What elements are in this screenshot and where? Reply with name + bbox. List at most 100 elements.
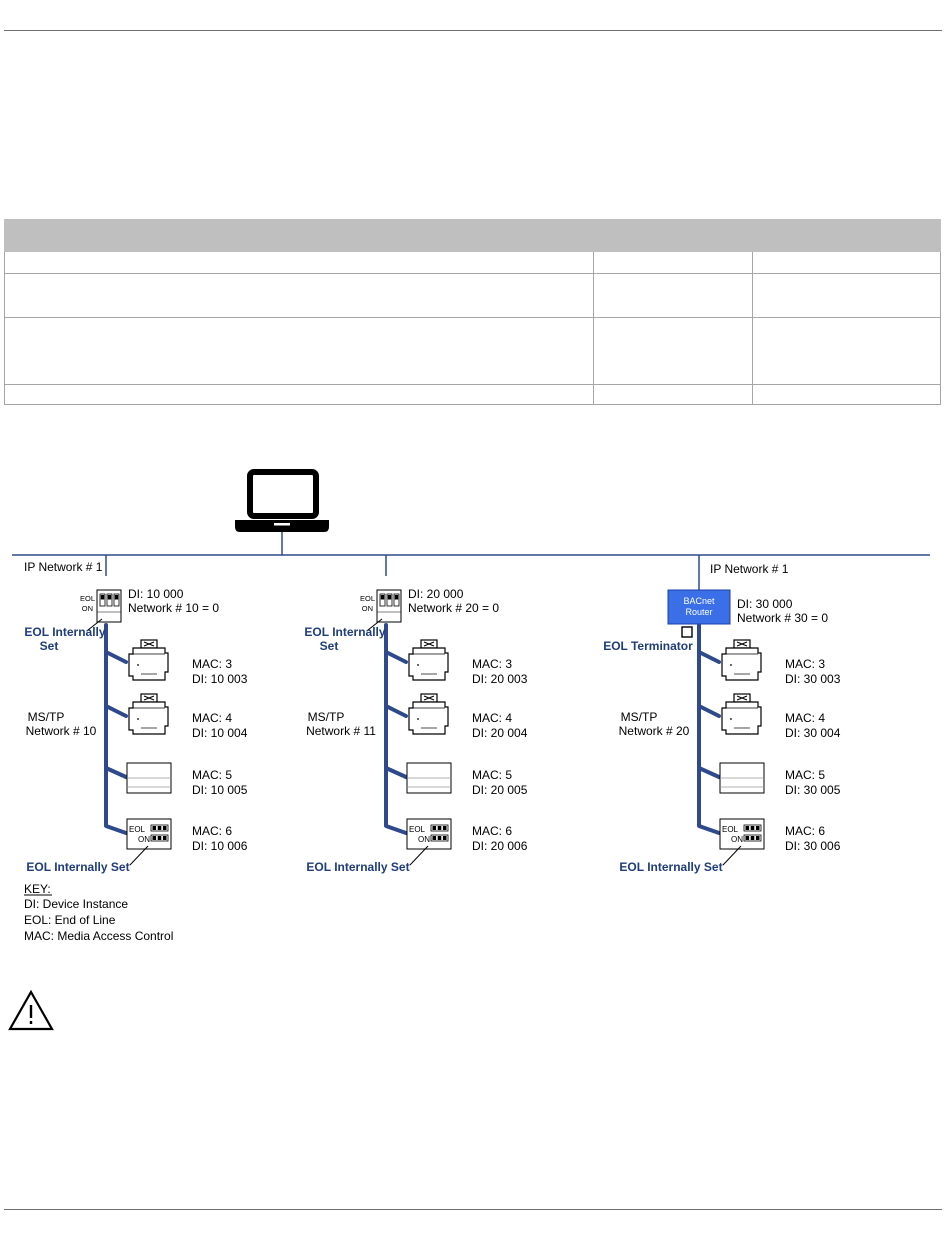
mstp-network-label: Network # 20 (619, 724, 690, 738)
laptop-base (235, 520, 329, 532)
key-item: MAC: Media Access Control (24, 929, 173, 943)
table-header-cell (4, 219, 594, 252)
eol-switch-knob (750, 826, 755, 830)
eol-switch-label: EOL (409, 825, 426, 834)
mstp-network-label: MS/TP (28, 710, 65, 724)
controller-device-icon (721, 639, 762, 681)
spec-table (4, 219, 941, 405)
device-mac-address: MAC: 5 (472, 768, 512, 782)
eol-switch-knob (162, 826, 167, 830)
on-switch-label: ON (82, 604, 93, 613)
ip-network-label: IP Network # 1 (24, 560, 103, 574)
device-mac-address: MAC: 6 (472, 824, 512, 838)
eol-device-body (406, 818, 452, 850)
header-rule (4, 30, 942, 31)
dip-switch (113, 593, 120, 607)
sensor-device-icon (719, 762, 765, 794)
root-network-number: Network # 20 = 0 (408, 601, 499, 615)
controller-device-icon (408, 639, 449, 681)
eol-switch-knob (162, 836, 167, 840)
device-connector-mark (423, 641, 435, 647)
eol-annotation: Set (40, 639, 59, 653)
eol-switch-knob (152, 836, 157, 840)
root-device-instance: DI: 20 000 (408, 587, 464, 601)
table-cell (4, 251, 594, 274)
sensor-device-icon (126, 762, 172, 794)
device-instance: DI: 10 005 (192, 783, 248, 797)
eol-annotation: EOL Terminator (603, 639, 693, 653)
eol-switch-knob (442, 826, 447, 830)
dip-switch (386, 593, 393, 607)
root-device-instance: DI: 10 000 (128, 587, 184, 601)
device-mac-address: MAC: 3 (785, 657, 825, 671)
device-dot (417, 718, 419, 720)
eol-switch-label: EOL (80, 594, 95, 603)
eol-switch-label: EOL (129, 825, 146, 834)
device-instance: DI: 20 006 (472, 839, 528, 853)
device-connector-mark (736, 695, 748, 701)
device-mac-address: MAC: 6 (785, 824, 825, 838)
table-row (4, 251, 941, 274)
device-body (721, 701, 762, 735)
laptop-notch (274, 523, 290, 526)
router-module-icon (376, 589, 402, 623)
dip-switch (393, 593, 400, 607)
device-instance: DI: 30 004 (785, 726, 841, 740)
device-instance: DI: 20 004 (472, 726, 528, 740)
table-row (4, 384, 941, 405)
eol-switch-knob (745, 826, 750, 830)
eol-switch-knob (157, 836, 162, 840)
table-row (4, 273, 941, 318)
sensor-device-icon (406, 762, 452, 794)
eol-annotation: EOL Internally Set (619, 860, 722, 874)
device-body (408, 647, 449, 681)
on-switch-label: ON (362, 604, 373, 613)
eol-switch-knob (750, 836, 755, 840)
eol-device-body (719, 818, 765, 850)
eol-annotation: EOL Internally Set (306, 860, 409, 874)
device-mac-address: MAC: 4 (785, 711, 825, 725)
device-instance: DI: 20 005 (472, 783, 528, 797)
eol-switch-knob (157, 826, 162, 830)
eol-terminator-icon (681, 626, 693, 638)
ip-network-label: IP Network # 1 (710, 562, 789, 576)
device-instance: DI: 10 006 (192, 839, 248, 853)
mstp-trunk-line (697, 623, 721, 835)
dip-switch-knob (387, 595, 392, 600)
device-mac-address: MAC: 3 (192, 657, 232, 671)
on-switch-label: ON (731, 835, 743, 844)
device-instance: DI: 10 003 (192, 672, 248, 686)
device-dot (137, 718, 139, 720)
device-connector-mark (423, 695, 435, 701)
laptop-icon (235, 469, 329, 532)
device-body (128, 647, 169, 681)
device-connector-mark (736, 641, 748, 647)
mstp-network-label: Network # 11 (306, 724, 376, 738)
device-mac-address: MAC: 4 (192, 711, 232, 725)
device-body (721, 647, 762, 681)
controller-device-icon (721, 693, 762, 735)
eol-switch-label: EOL (722, 825, 739, 834)
device-connector-mark (143, 695, 155, 701)
mstp-trunk-line (104, 623, 128, 835)
router-label: BACnet (683, 596, 715, 606)
device-dot (730, 718, 732, 720)
router-label: Router (685, 607, 712, 617)
dip-switch-knob (114, 595, 119, 600)
footer-rule (4, 1209, 942, 1210)
device-instance: DI: 30 003 (785, 672, 841, 686)
router-module-icon (96, 589, 122, 623)
annotation-pointer (409, 845, 429, 866)
warning-icon (8, 989, 54, 1031)
eol-switch-knob (745, 836, 750, 840)
router-body (667, 589, 731, 625)
root-network-number: Network # 10 = 0 (128, 601, 219, 615)
annotation-pointer (367, 618, 383, 631)
eol-switch-knob (755, 826, 760, 830)
